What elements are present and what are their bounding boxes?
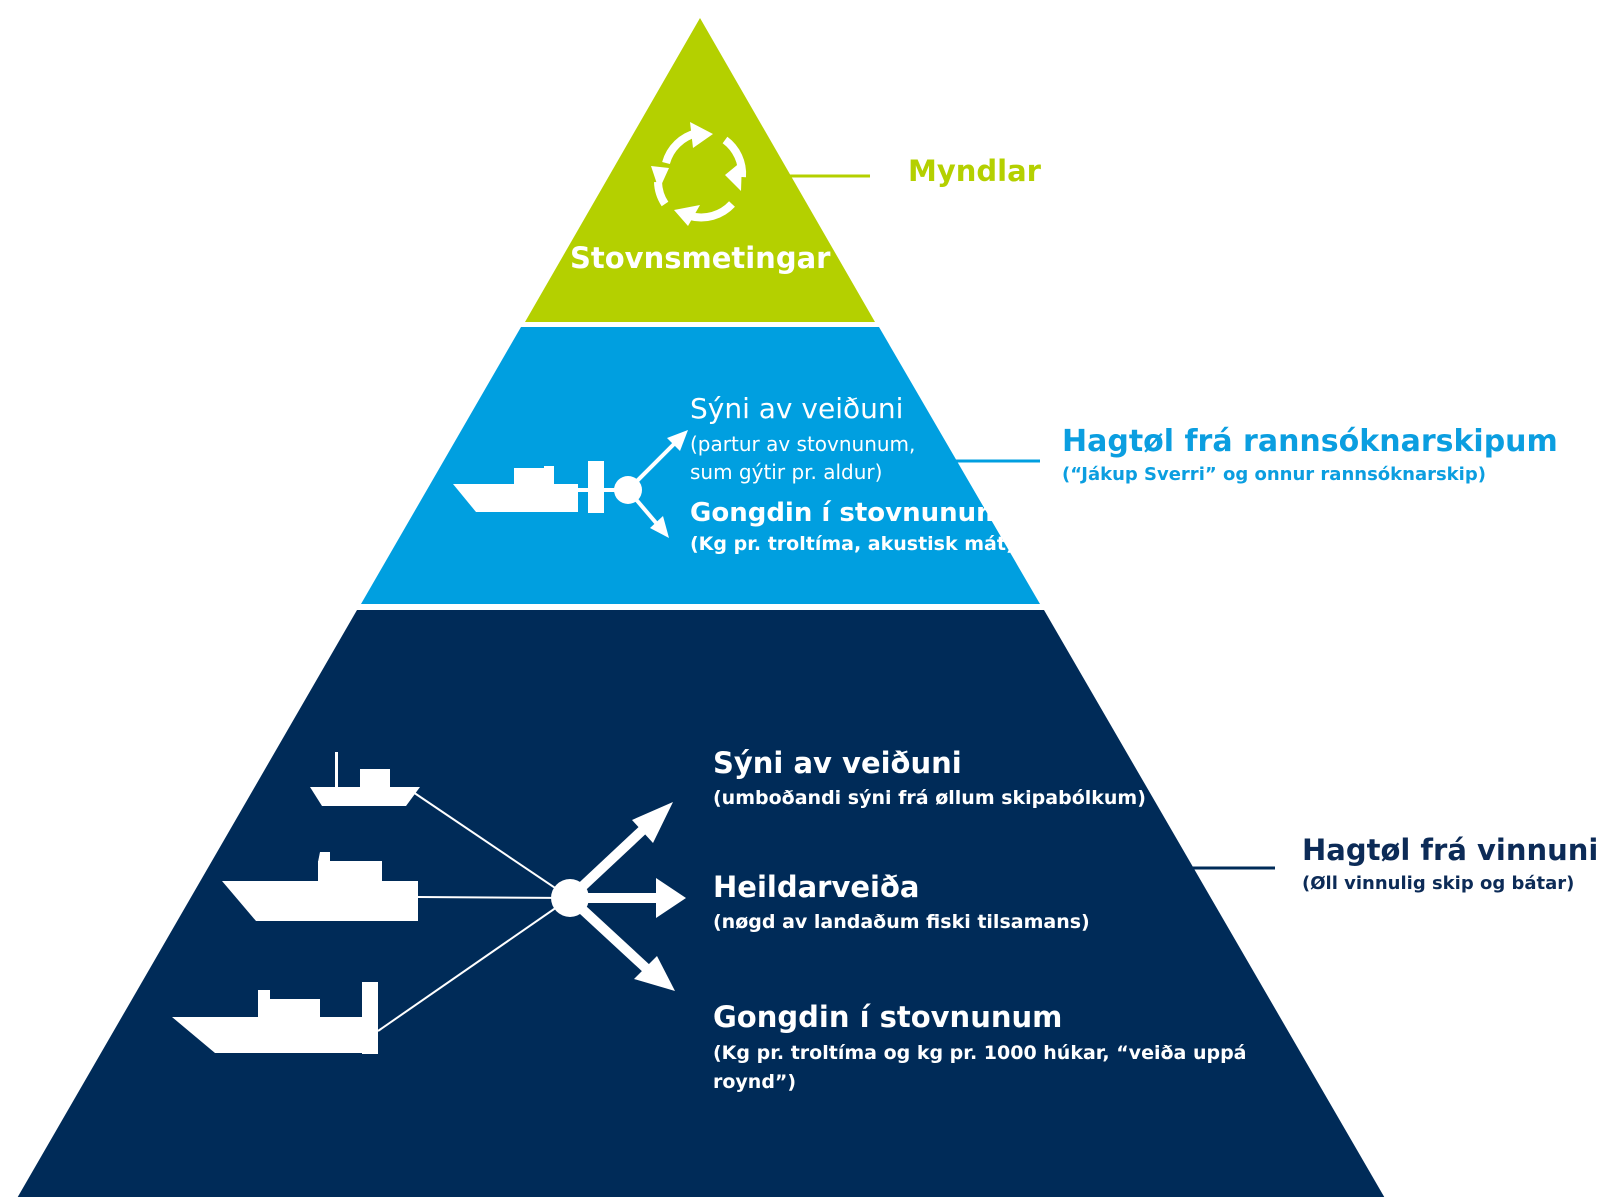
trawler-icon	[172, 982, 378, 1054]
fishing-industry-sub: (Øll vinnulig skip og bátar)	[1302, 873, 1575, 894]
converge-line-1	[409, 789, 571, 899]
total-catch-title: Heildarveiða	[713, 870, 920, 904]
fleet-arrow-up	[566, 802, 673, 902]
tier-middle-blue	[361, 327, 1040, 604]
tier-top-green	[525, 18, 875, 322]
research-trend-sub: (Kg pr. troltíma, akustisk mát)	[690, 533, 1015, 555]
fishing-industry-label: Hagtøl frá vinnuni	[1302, 833, 1599, 867]
converge-line-3	[377, 897, 571, 1032]
research-arrow-down	[626, 488, 669, 538]
top-tier-title: Stovnsmetingar	[570, 241, 831, 275]
research-arrow-up	[626, 430, 688, 492]
fleet-sample-title: Sýni av veiðuni	[713, 746, 962, 780]
medium-ship-icon	[222, 852, 418, 921]
total-catch-sub: (nøgd av landaðum fiski tilsamans)	[713, 911, 1090, 933]
research-trend-title: Gongdin í stovnunum	[690, 498, 1004, 528]
small-boat-icon	[310, 752, 420, 806]
research-vessels-label: Hagtøl frá rannsóknarskipum	[1062, 424, 1558, 459]
recycle-arrows-icon	[651, 122, 747, 226]
fleet-trend-sub-1: (Kg pr. troltíma og kg pr. 1000 húkar, “…	[713, 1042, 1247, 1064]
fleet-trend-sub-2: roynd”)	[713, 1071, 797, 1093]
fleet-arrow-right	[570, 878, 686, 918]
fleet-sample-sub: (umboðandi sýni frá øllum skipabólkum)	[713, 787, 1146, 809]
research-sample-sub-2: sum gýtir pr. aldur)	[690, 460, 883, 484]
fleet-trend-title: Gongdin í stovnunum	[713, 1000, 1063, 1034]
research-ship-icon	[453, 461, 604, 513]
fleet-arrow-down	[566, 894, 675, 991]
research-sample-title: Sýni av veiðuni	[690, 392, 904, 425]
tier-bottom-navy	[17, 610, 1385, 1197]
research-vessels-sub: (“Jákup Sverri” og onnur rannsóknarskip)	[1062, 464, 1486, 485]
models-label: Myndlar	[908, 154, 1041, 188]
converge-line-2	[417, 896, 571, 899]
research-sample-sub-1: (partur av stovnunum,	[690, 432, 916, 456]
